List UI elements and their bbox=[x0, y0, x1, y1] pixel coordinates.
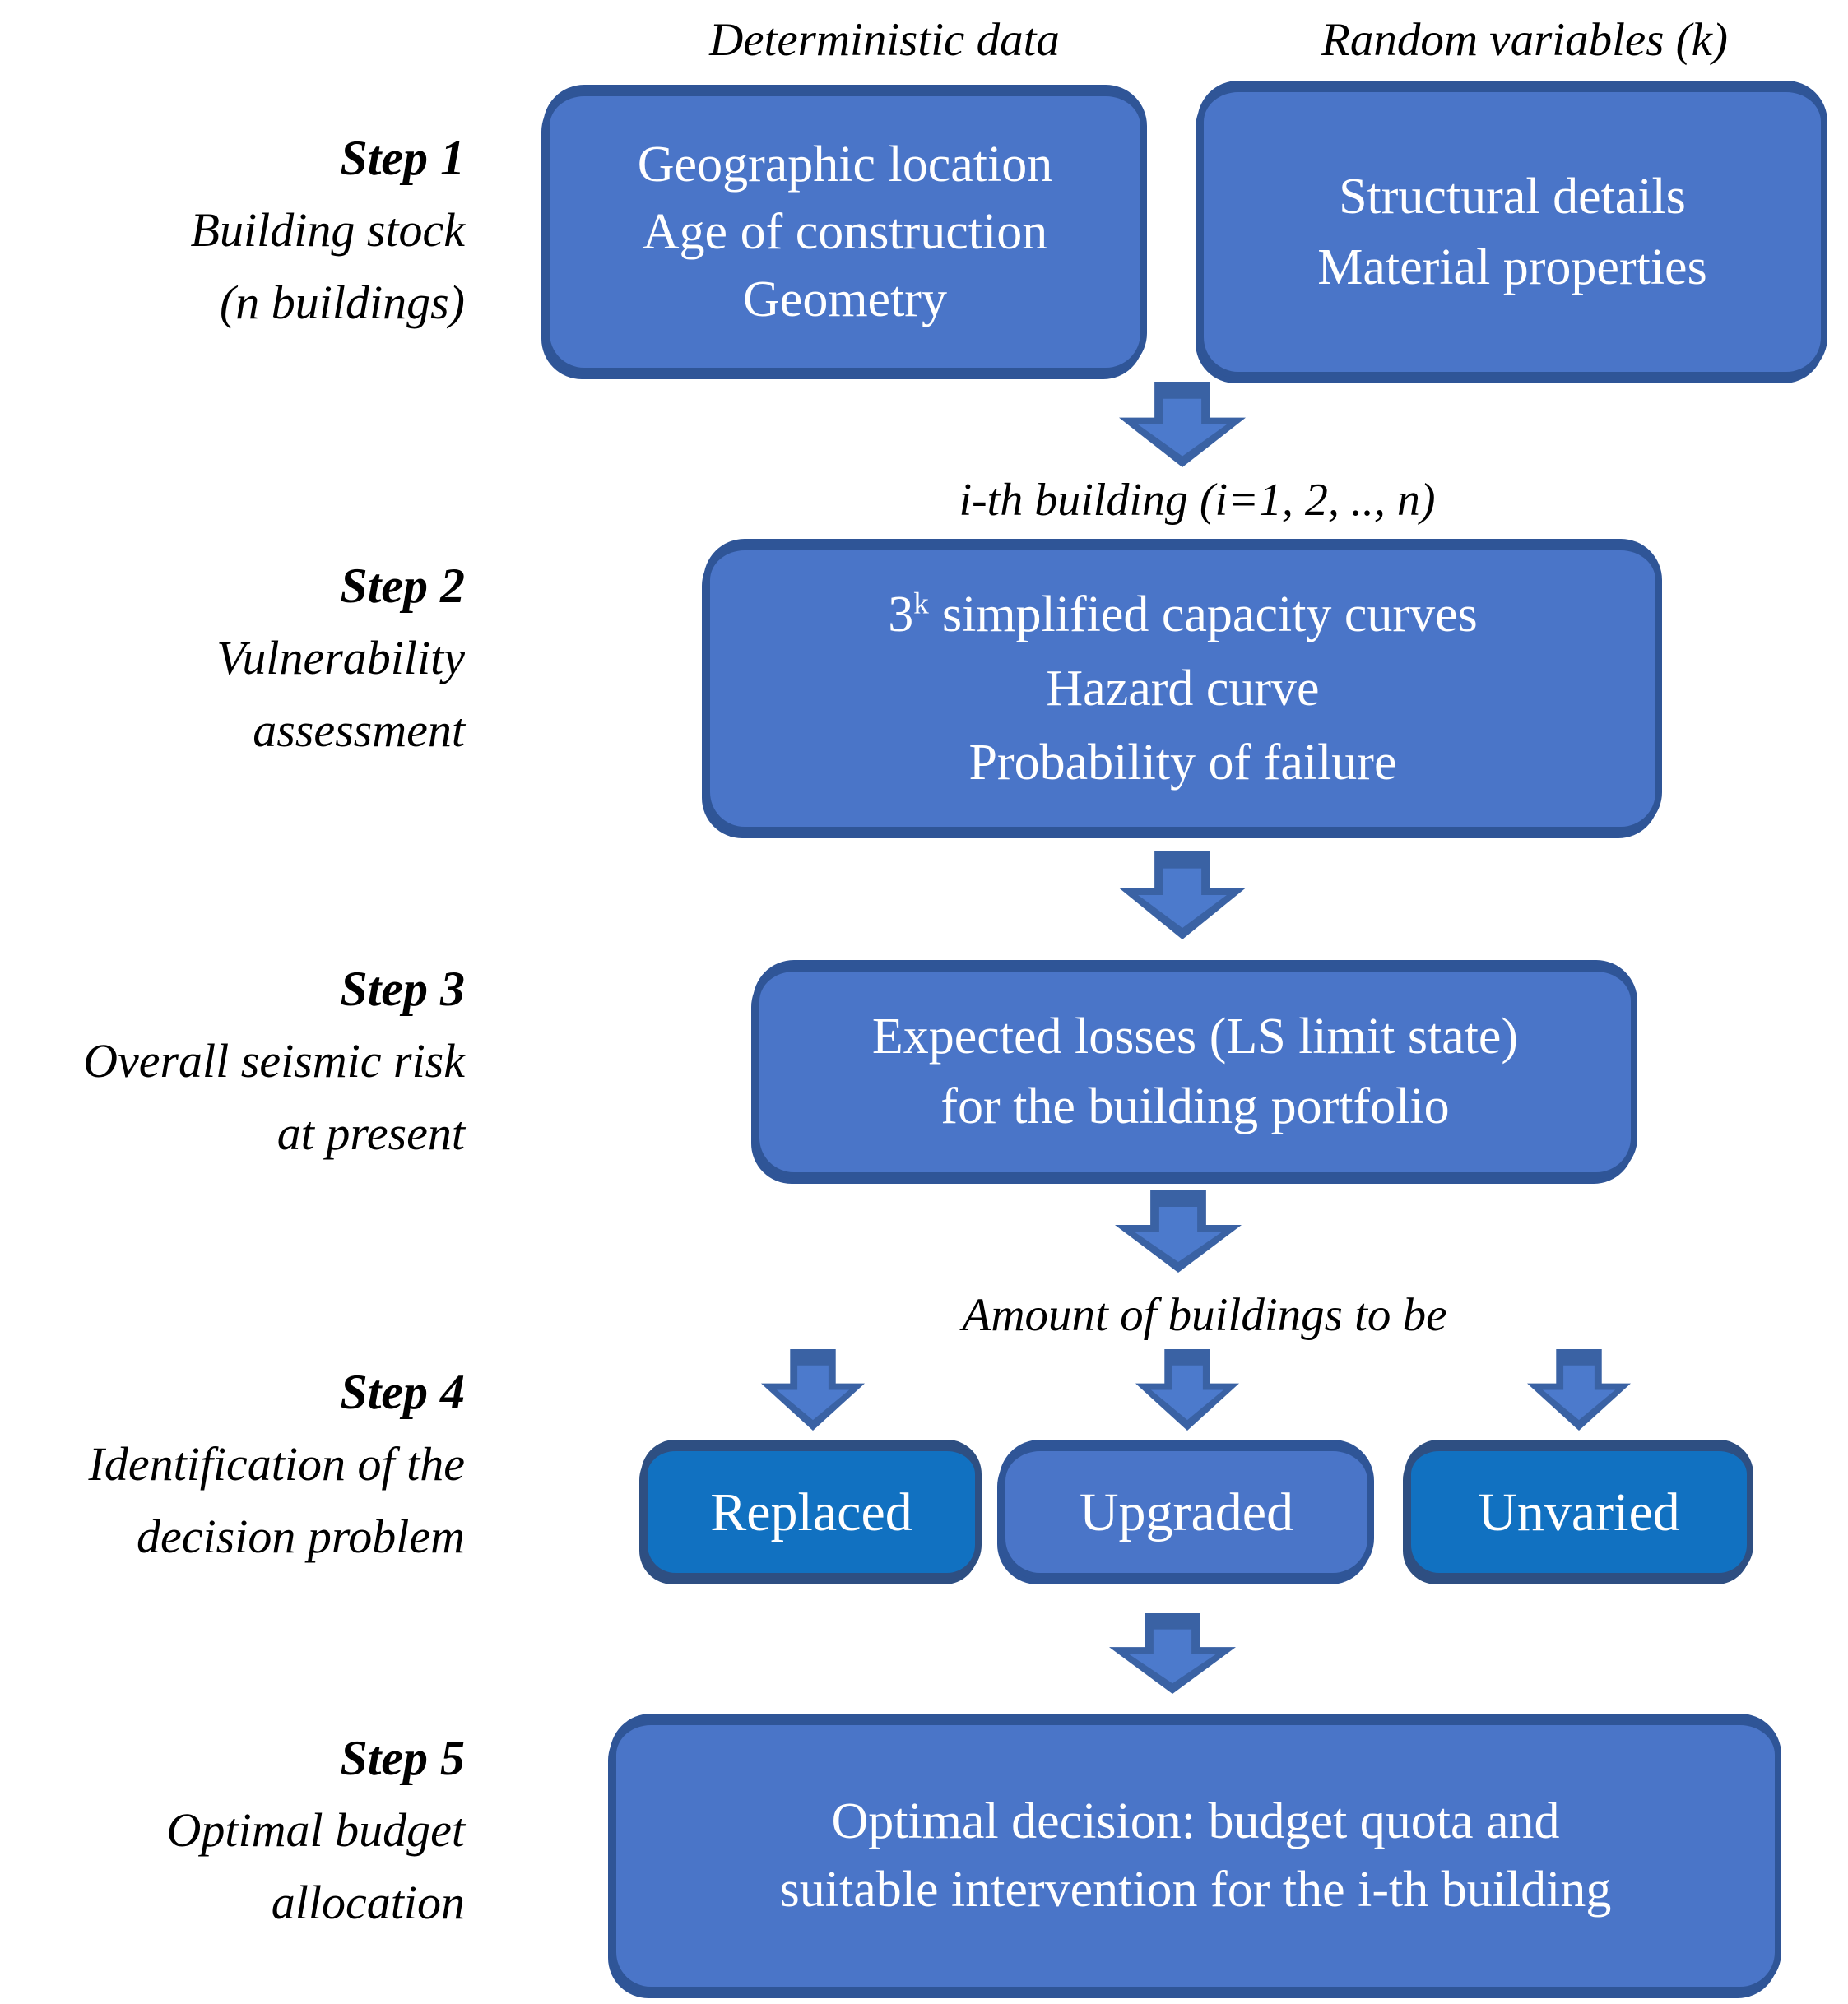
unvaried-box: Unvaried bbox=[1405, 1440, 1753, 1580]
replaced-box: Replaced bbox=[641, 1440, 982, 1580]
box-line: Age of construction bbox=[642, 204, 1048, 260]
seismic-risk-box: Expected losses (LS limit state) for the… bbox=[753, 960, 1637, 1179]
step1-line1: Building stock bbox=[190, 203, 465, 257]
step1-label: Step 1 Building stock (n buildings) bbox=[0, 122, 465, 339]
box-line: Optimal decision: budget quota and bbox=[831, 1793, 1560, 1849]
box-line: Geographic location bbox=[637, 137, 1053, 193]
box-line: Material properties bbox=[1317, 239, 1707, 295]
step3-line2: at present bbox=[276, 1106, 465, 1160]
step2-line1: Vulnerability bbox=[216, 631, 465, 684]
step5-title: Step 5 bbox=[340, 1731, 465, 1785]
box-line: Replaced bbox=[710, 1482, 912, 1542]
step2-title: Step 2 bbox=[340, 559, 465, 613]
step3-label: Step 3 Overall seismic risk at present bbox=[0, 953, 465, 1170]
step3-title: Step 3 bbox=[340, 962, 465, 1016]
step5-line1: Optimal budget bbox=[166, 1803, 465, 1857]
step4-line2: decision problem bbox=[137, 1510, 465, 1563]
amount-of-buildings-label: Amount of buildings to be bbox=[962, 1289, 1447, 1341]
ith-building-label: i-th building (i=1, 2, .., n) bbox=[959, 475, 1436, 526]
down-arrow bbox=[1109, 1613, 1236, 1694]
step1-line2: (n buildings) bbox=[219, 276, 465, 329]
box-line: for the building portfolio bbox=[940, 1079, 1450, 1134]
step1-title: Step 1 bbox=[340, 131, 465, 185]
sup-base: 3 bbox=[888, 587, 914, 642]
upgraded-box: Upgraded bbox=[999, 1440, 1374, 1580]
step5-line2: allocation bbox=[271, 1876, 465, 1929]
box-line: Probability of failure bbox=[968, 735, 1397, 791]
sup-k: k bbox=[913, 587, 929, 621]
step2-label: Step 2 Vulnerability assessment bbox=[0, 550, 465, 767]
box-line: Geometry bbox=[743, 271, 947, 327]
box-line: Structural details bbox=[1339, 169, 1686, 225]
vulnerability-box: 3k simplified capacity curves Hazard curv… bbox=[703, 539, 1662, 833]
down-arrow bbox=[1115, 1190, 1242, 1273]
box-line: Hazard curve bbox=[1046, 661, 1320, 717]
box-line: suitable intervention for the i-th build… bbox=[779, 1862, 1612, 1918]
down-arrow bbox=[1527, 1349, 1631, 1431]
optimal-decision-box: Optimal decision: budget quota and suita… bbox=[610, 1714, 1781, 1993]
down-arrow bbox=[1119, 851, 1246, 939]
deterministic-data-label: Deterministic data bbox=[709, 14, 1060, 66]
sup-rest: simplified capacity curves bbox=[941, 587, 1478, 642]
step4-title: Step 4 bbox=[340, 1365, 465, 1419]
step2-line2: assessment bbox=[253, 703, 465, 757]
step4-label: Step 4 Identification of the decision pr… bbox=[0, 1356, 465, 1573]
deterministic-data-box: Geographic location Age of construction … bbox=[543, 85, 1147, 374]
step4-line1: Identification of the bbox=[88, 1437, 465, 1491]
step3-line1: Overall seismic risk bbox=[83, 1034, 465, 1088]
down-arrow bbox=[761, 1349, 865, 1431]
down-arrow bbox=[1119, 382, 1246, 467]
box-line: Expected losses (LS limit state) bbox=[871, 1009, 1519, 1065]
random-variables-label: Random variables (k) bbox=[1321, 14, 1728, 66]
step5-label: Step 5 Optimal budget allocation bbox=[0, 1722, 465, 1939]
box-line: 3k simplified capacity curves bbox=[888, 578, 1477, 652]
box-line: Unvaried bbox=[1478, 1482, 1680, 1542]
down-arrow bbox=[1135, 1349, 1239, 1431]
box-line: Upgraded bbox=[1079, 1482, 1294, 1542]
random-variables-box: Structural details Material properties bbox=[1197, 81, 1827, 378]
